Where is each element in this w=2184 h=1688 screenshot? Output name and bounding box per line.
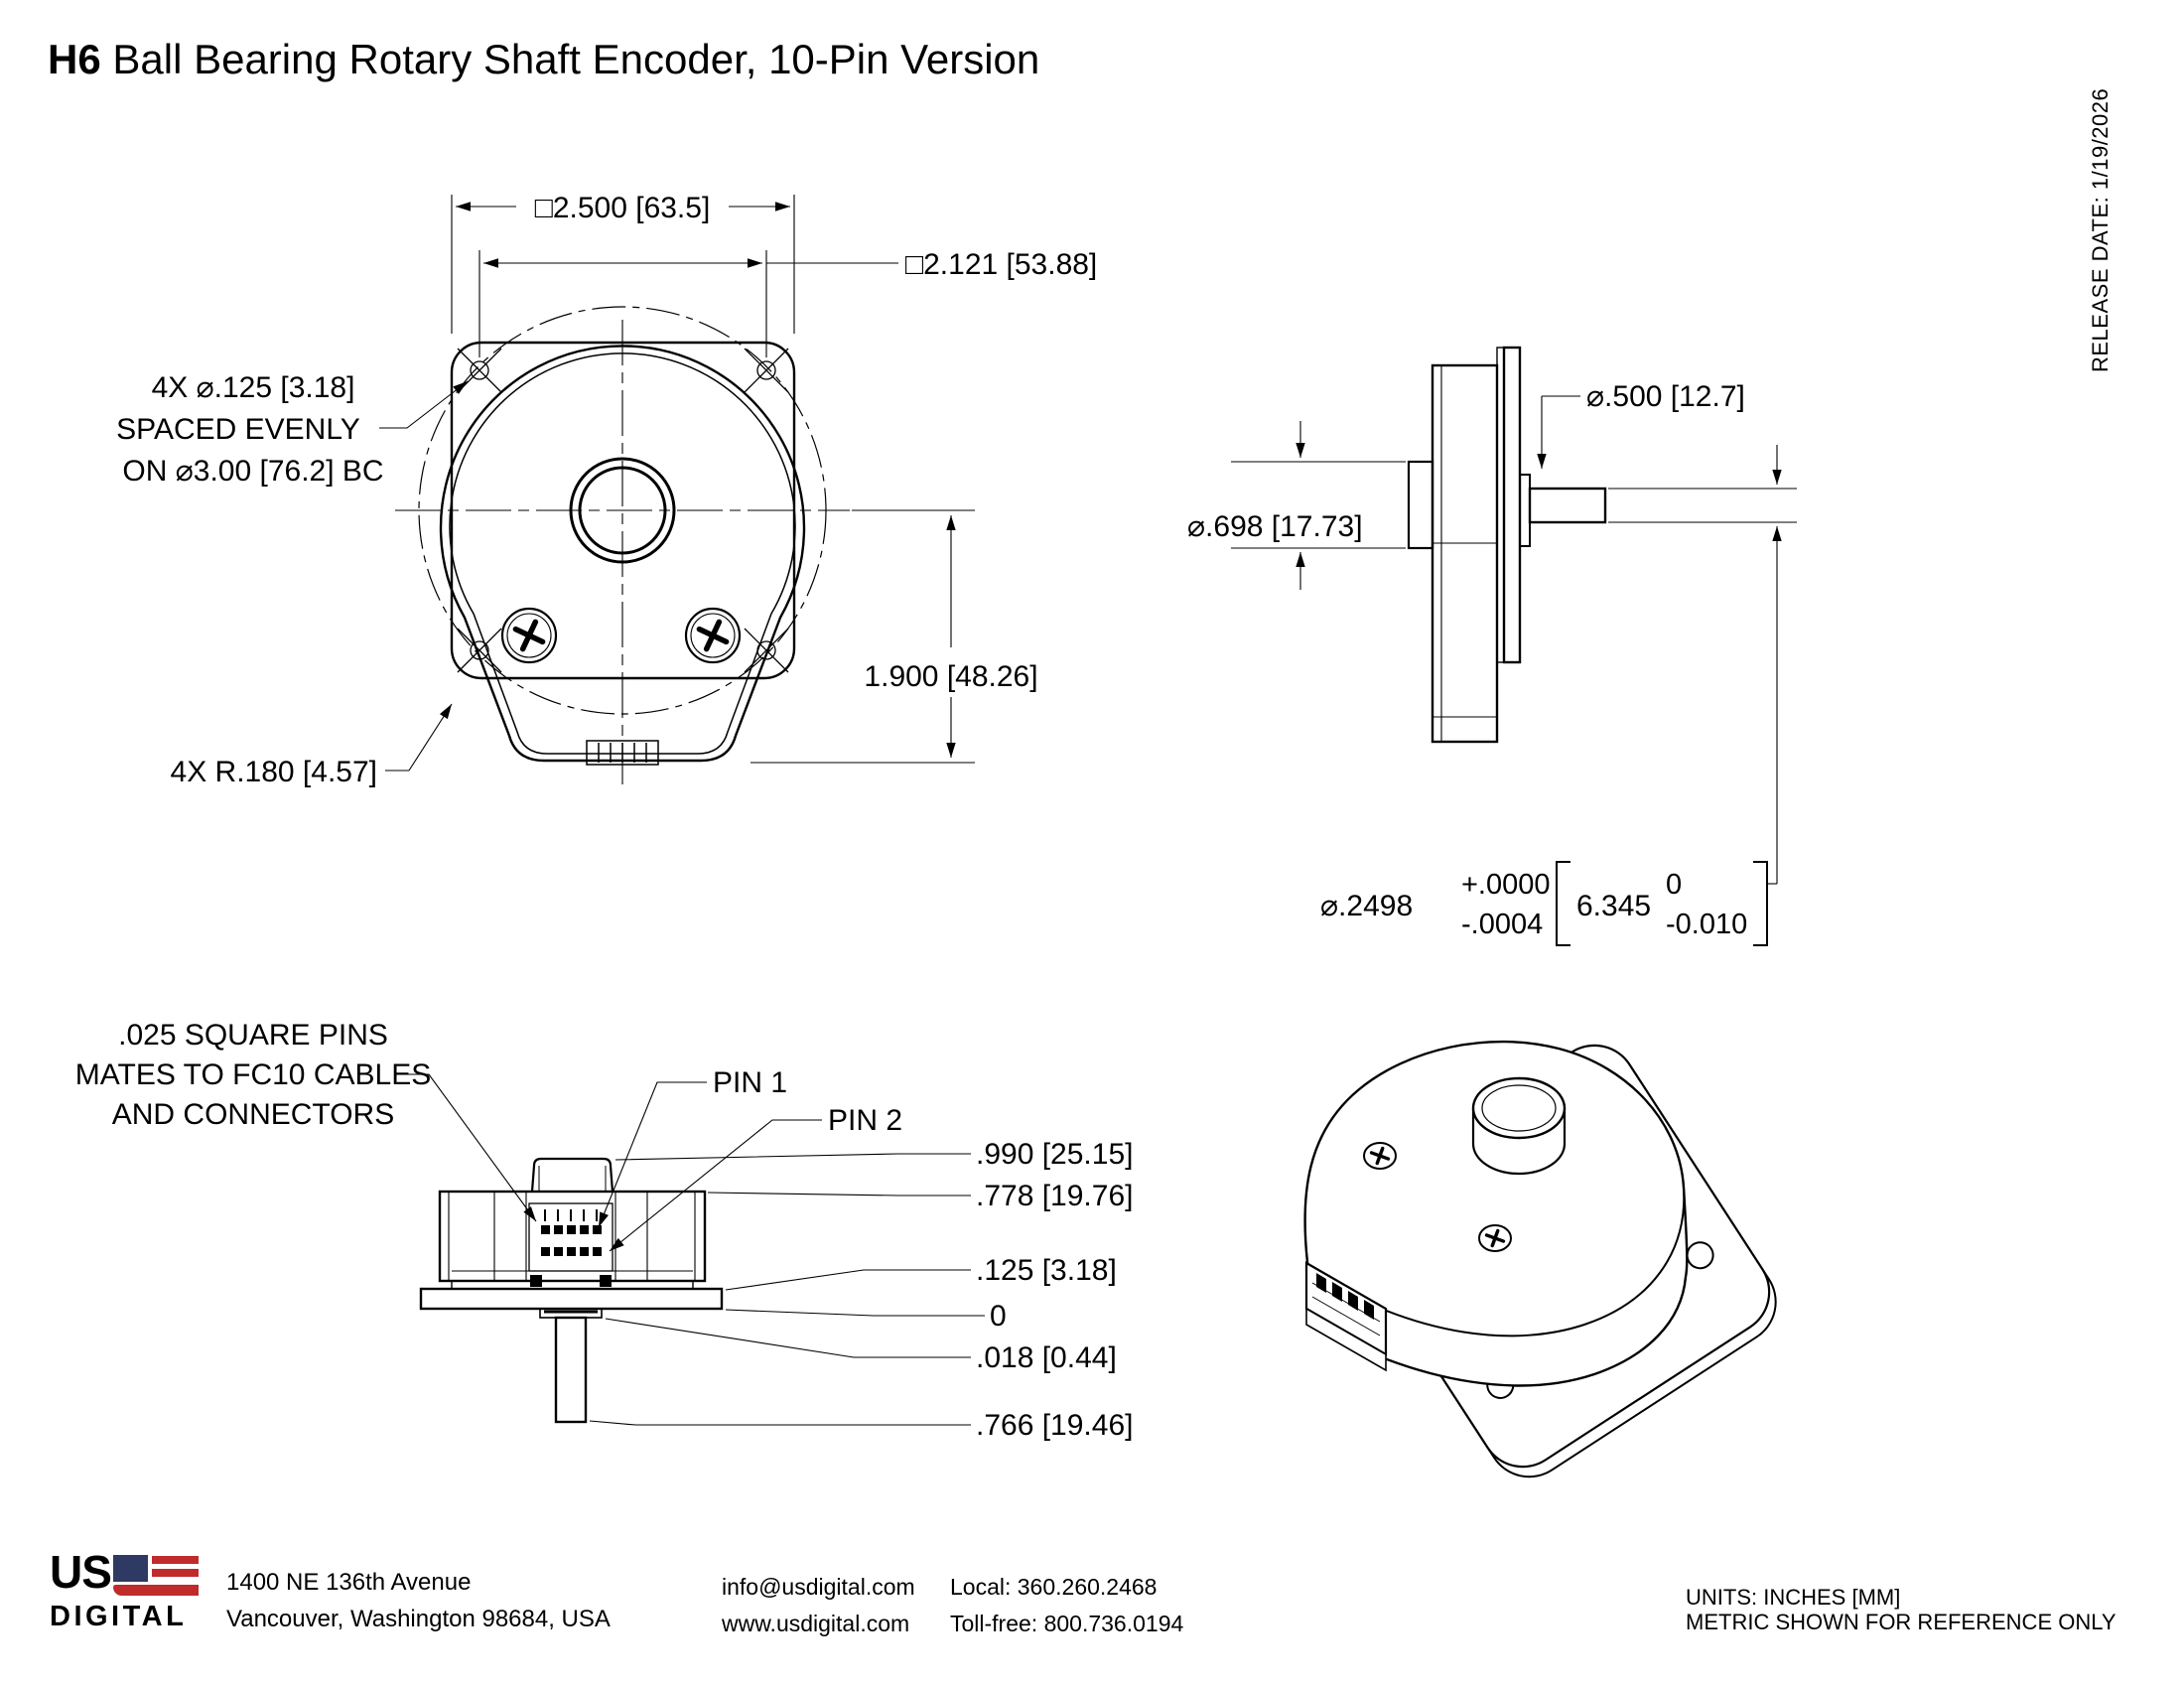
side-mounting-plate <box>1502 346 1522 664</box>
shaft-boss-outer <box>569 457 676 564</box>
screw-left <box>500 607 558 664</box>
iso-body-top-edge <box>1307 1187 1686 1337</box>
shaft-dia-tol-minus: -.0004 <box>1461 909 1543 940</box>
dim-bolt-square <box>478 250 898 357</box>
bolt-circle <box>418 306 827 715</box>
pin-comb <box>544 1209 598 1221</box>
dim-shaft-dia-lines <box>1556 445 1797 946</box>
note-pins-line1: .025 SQUARE PINS <box>118 1019 388 1052</box>
contact-phone-block: Local: 360.260.2468 Toll-free: 800.736.0… <box>950 1569 1183 1642</box>
bottom-body <box>438 1190 707 1283</box>
bottom-dim-leaders <box>589 1153 985 1426</box>
dim-outer-square <box>451 195 795 334</box>
connector-tab <box>586 740 659 766</box>
bottom-dim-labels: .990 [25.15] .778 [19.76] .125 [3.18] 0 … <box>976 1138 1133 1442</box>
label-pin2: PIN 2 <box>609 1104 902 1252</box>
dim-bolt-square-label: □2.121 [53.88] <box>905 248 1097 281</box>
side-view: ⌀.500 [12.7] ⌀.698 [17.73] <box>1187 346 1797 946</box>
note-radius-label: 4X R.180 [4.57] <box>171 756 377 788</box>
iso-screw-2 <box>1478 1224 1512 1252</box>
dim-height <box>751 509 975 764</box>
shaft-dia-value: ⌀.2498 <box>1320 890 1413 922</box>
dim-datum-label: 0 <box>990 1300 1007 1333</box>
note-pins-line2: MATES TO FC10 CABLES <box>75 1058 431 1091</box>
dim-hub-label: .018 [0.44] <box>976 1341 1117 1374</box>
email-link[interactable]: info@usdigital.com <box>722 1574 915 1600</box>
dim-boss-dia <box>1537 395 1580 469</box>
address-line2: Vancouver, Washington 98684, USA <box>226 1606 611 1632</box>
dim-hub-dia <box>1231 421 1406 590</box>
body-outline-inner <box>449 352 796 755</box>
flag-stripe-1 <box>151 1556 199 1564</box>
label-pin1: PIN 1 <box>598 1066 787 1228</box>
label-pin2-text: PIN 2 <box>828 1104 902 1137</box>
dim-boss-dia-label: ⌀.500 [12.7] <box>1586 380 1745 413</box>
note-holes: 4X ⌀.125 [3.18] SPACED EVENLY ON ⌀3.00 [… <box>116 371 469 488</box>
bottom-plate <box>419 1287 724 1311</box>
units-note: UNITS: INCHES [MM] METRIC SHOWN FOR REFE… <box>1686 1585 2116 1634</box>
side-rear-boss <box>1407 460 1434 550</box>
flag-stripe-2 <box>151 1569 199 1577</box>
us-digital-logo: US DIGITAL <box>50 1546 218 1633</box>
note-holes-line3: ON ⌀3.00 [76.2] BC <box>122 455 383 488</box>
shaft-dia-tol-plus: +.0000 <box>1461 869 1551 901</box>
dim-shroud-label: .990 [25.15] <box>976 1138 1133 1171</box>
dim-shaft-dia-callout: ⌀.2498 +.0000 -.0004 6.345 0 -0.010 <box>1320 869 1747 940</box>
address-block: 1400 NE 136th Avenue Vancouver, Washingt… <box>226 1564 611 1637</box>
dim-height-label: 1.900 [48.26] <box>864 660 1037 693</box>
note-pins-line3: AND CONNECTORS <box>112 1098 394 1131</box>
shaft-dia-mm: 6.345 <box>1576 890 1651 922</box>
connector-shroud <box>530 1157 614 1193</box>
bottom-view: .025 SQUARE PINS MATES TO FC10 CABLES AN… <box>75 1019 1134 1442</box>
side-body <box>1431 363 1499 744</box>
flag-swoosh <box>112 1585 199 1596</box>
iso-boss <box>1471 1076 1567 1176</box>
bottom-hub <box>539 1308 603 1319</box>
iso-connector <box>1304 1261 1388 1372</box>
iso-connector-pins <box>1316 1273 1374 1320</box>
screw-right <box>684 607 742 664</box>
units-line1: UNITS: INCHES [MM] <box>1686 1585 1901 1610</box>
iso-body <box>1303 1040 1689 1387</box>
product-description: Ball Bearing Rotary Shaft Encoder, 10-Pi… <box>100 36 1040 82</box>
logo-us-text: US <box>50 1546 112 1598</box>
dim-plate-label: .125 [3.18] <box>976 1254 1117 1287</box>
logo-digital-text: DIGITAL <box>50 1601 188 1632</box>
shaft-dia-mm-tol-plus: 0 <box>1666 869 1682 901</box>
phone-tollfree: Toll-free: 800.736.0194 <box>950 1611 1184 1636</box>
contact-web-block: info@usdigital.com www.usdigital.com <box>722 1569 915 1642</box>
pin-header <box>530 1225 612 1287</box>
shaft-boss-inner <box>578 466 667 555</box>
flag-icon <box>112 1553 199 1599</box>
shaft-dia-mm-tol-minus: -0.010 <box>1666 909 1747 940</box>
isometric-view <box>1303 1040 1777 1478</box>
body-outline-outer <box>439 345 806 763</box>
front-view: □2.500 [63.5] □2.121 [53.88] 4X ⌀.125 [3… <box>116 192 1097 788</box>
note-radius: 4X R.180 [4.57] <box>171 703 453 788</box>
address-line1: 1400 NE 136th Avenue <box>226 1569 472 1596</box>
footer: US DIGITAL 1400 NE 136th Avenue Vancouve… <box>0 1539 2184 1688</box>
pin-recess <box>528 1202 614 1272</box>
bottom-shaft <box>554 1316 588 1424</box>
dim-hub-dia-label: ⌀.698 [17.73] <box>1187 510 1363 543</box>
phone-local: Local: 360.260.2468 <box>950 1574 1158 1600</box>
side-shaft <box>1528 487 1607 524</box>
website-link[interactable]: www.usdigital.com <box>722 1611 910 1636</box>
page-title: H6 Ball Bearing Rotary Shaft Encoder, 10… <box>48 36 1039 83</box>
label-pin1-text: PIN 1 <box>713 1066 787 1099</box>
units-line2: METRIC SHOWN FOR REFERENCE ONLY <box>1686 1610 2116 1634</box>
iso-screw-1 <box>1363 1142 1397 1170</box>
side-hub <box>1519 474 1531 547</box>
bottom-body-panel-lines <box>448 1192 696 1281</box>
dim-body-label: .778 [19.76] <box>976 1180 1133 1212</box>
note-pins: .025 SQUARE PINS MATES TO FC10 CABLES AN… <box>75 1019 537 1222</box>
dim-outer-square-label: □2.500 [63.5] <box>535 192 711 224</box>
product-model: H6 <box>48 36 101 82</box>
note-holes-line2: SPACED EVENLY <box>116 413 360 446</box>
note-holes-line1: 4X ⌀.125 [3.18] <box>152 371 355 404</box>
dim-shaft-label: .766 [19.46] <box>976 1409 1133 1442</box>
flag-canton <box>112 1555 148 1582</box>
